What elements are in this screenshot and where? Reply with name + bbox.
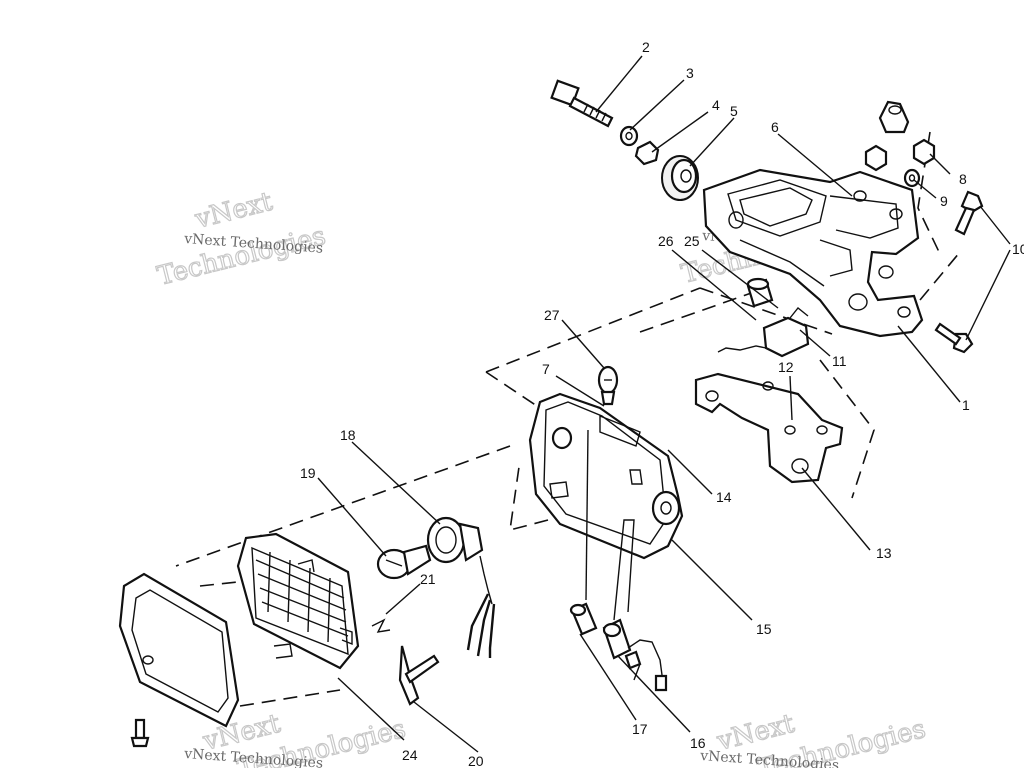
callout-12: 12 (778, 359, 794, 375)
callout-27: 27 (544, 307, 560, 323)
washer-part-3 (619, 125, 639, 147)
connector-part-16 (602, 519, 668, 692)
bolt-part-2 (550, 79, 614, 128)
grommet-part-5 (661, 155, 699, 201)
socket-part-11 (717, 307, 810, 358)
callout-3: 3 (686, 65, 694, 81)
callout-4: 4 (712, 97, 720, 113)
callout-11: 11 (832, 353, 847, 369)
callout-5: 5 (730, 103, 738, 119)
callout-8: 8 (959, 171, 967, 187)
bulb-part-27 (597, 365, 619, 406)
callout-10: 10 (1012, 241, 1024, 257)
nut-part-4 (634, 140, 660, 166)
callout-24: 24 (402, 747, 418, 763)
washer-part-9 (903, 168, 921, 188)
mounting-plate-part-12 (694, 372, 844, 484)
callout-26: 26 (658, 233, 674, 249)
bulb-part-19 (376, 544, 432, 580)
callout-labels: 2 3 4 5 6 8 9 10 26 25 11 12 1 13 27 7 1… (300, 39, 1024, 768)
retainer-part-20 (398, 645, 440, 706)
headlight-bracket-part-6 (702, 168, 924, 338)
callout-21: 21 (420, 571, 436, 587)
headlight-bezel (118, 572, 240, 728)
callout-6: 6 (771, 119, 779, 135)
callout-16: 16 (690, 735, 706, 751)
lens-part-24 (236, 532, 360, 670)
callout-1: 1 (962, 397, 970, 413)
rubber-cap (878, 100, 910, 134)
connector-part-17 (569, 429, 598, 636)
callout-7: 7 (542, 361, 550, 377)
bolt-part-10-upper (954, 190, 984, 236)
headlight-housing-part-15 (528, 392, 684, 560)
watermark-outline-vnext: vNext (191, 187, 275, 235)
callout-9: 9 (940, 193, 948, 209)
callout-20: 20 (468, 753, 484, 768)
callout-13: 13 (876, 545, 892, 561)
callout-18: 18 (340, 427, 356, 443)
callout-17: 17 (632, 721, 648, 737)
screw-lower-left (130, 718, 150, 748)
leader-lines (317, 55, 1011, 753)
callout-14: 14 (716, 489, 732, 505)
callout-19: 19 (300, 465, 316, 481)
nut-part-8 (864, 138, 936, 172)
switch-part-26 (746, 277, 774, 308)
callout-15: 15 (756, 621, 772, 637)
callout-25: 25 (684, 233, 700, 249)
watermark-outline-technologies: Technologies (154, 221, 328, 292)
spring-clip-part-21 (371, 618, 391, 633)
bulb-socket-part-18 (426, 516, 496, 658)
callout-2: 2 (642, 39, 650, 55)
